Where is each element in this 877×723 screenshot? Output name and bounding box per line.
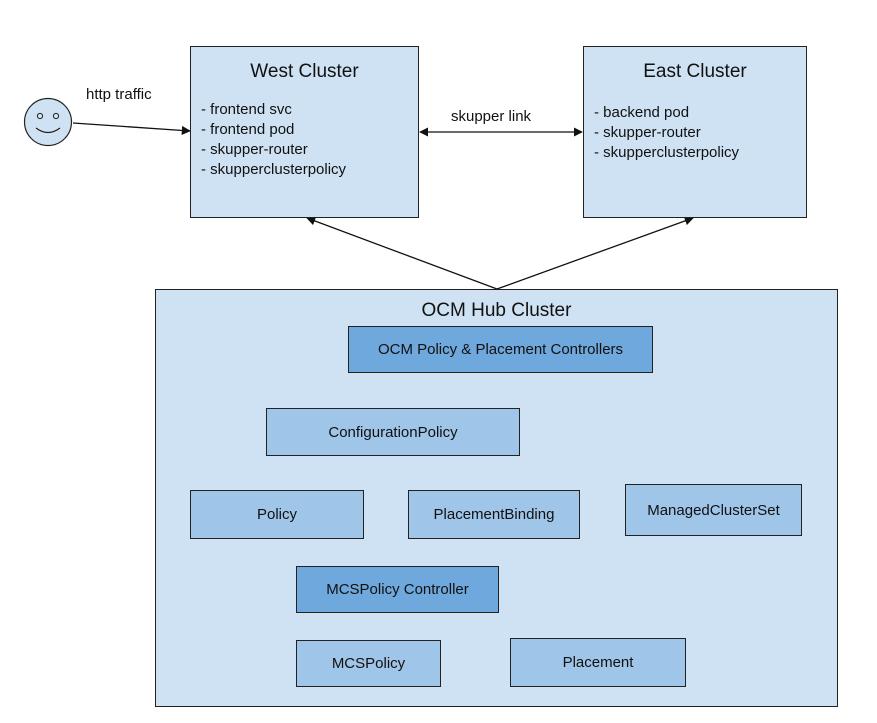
controllers-label: OCM Policy & Placement Controllers: [377, 341, 624, 358]
west-cluster: West Cluster - frontend svc - frontend p…: [190, 46, 419, 218]
smiley-face-icon: [23, 97, 73, 147]
hub-to-west-line: [306, 216, 498, 290]
list-item: - frontend svc: [201, 101, 292, 118]
placement-binding[interactable]: PlacementBinding: [408, 490, 580, 539]
west-cluster-items: - frontend svc - frontend pod - skupper-…: [201, 100, 346, 180]
list-item: - skupperclusterpolicy: [201, 161, 347, 178]
list-item: - skupper-router: [594, 124, 701, 141]
list-item: - frontend pod: [201, 121, 295, 138]
http-traffic-line: [72, 122, 191, 135]
hub-to-east-line: [496, 216, 694, 290]
list-item: - skupper-router: [201, 141, 308, 158]
east-cluster: East Cluster - backend pod - skupper-rou…: [583, 46, 807, 218]
east-cluster-items: - backend pod - skupper-router - skupper…: [594, 103, 739, 163]
west-cluster-title: West Cluster: [250, 61, 359, 82]
mcs-policy[interactable]: MCSPolicy: [296, 640, 441, 687]
mcs-policy-controller[interactable]: MCSPolicy Controller: [296, 566, 499, 613]
http-traffic-label: http traffic: [86, 86, 152, 103]
placement[interactable]: Placement: [510, 638, 686, 687]
mcs-policy-label: MCSPolicy: [331, 655, 406, 672]
configuration-policy-label: ConfigurationPolicy: [328, 423, 458, 441]
configuration-policy[interactable]: ConfigurationPolicy: [266, 408, 520, 456]
ocm-policy-placement-controllers[interactable]: OCM Policy & Placement Controllers: [348, 326, 653, 373]
skupper-link-label: skupper link: [451, 108, 532, 125]
list-item: - skupperclusterpolicy: [594, 144, 740, 161]
managed-cluster-set-label: ManagedClusterSet: [647, 501, 780, 519]
placement-label: Placement: [562, 654, 634, 671]
policy[interactable]: Policy: [190, 490, 364, 539]
placement-binding-label: PlacementBinding: [433, 506, 555, 523]
list-item: - backend pod: [594, 104, 690, 121]
mcs-policy-controller-label: MCSPolicy Controller: [326, 581, 469, 598]
east-cluster-title: East Cluster: [643, 61, 747, 82]
managed-cluster-set[interactable]: ManagedClusterSet: [625, 484, 802, 536]
hub-title: OCM Hub Cluster: [421, 300, 572, 321]
policy-label: Policy: [256, 506, 297, 523]
